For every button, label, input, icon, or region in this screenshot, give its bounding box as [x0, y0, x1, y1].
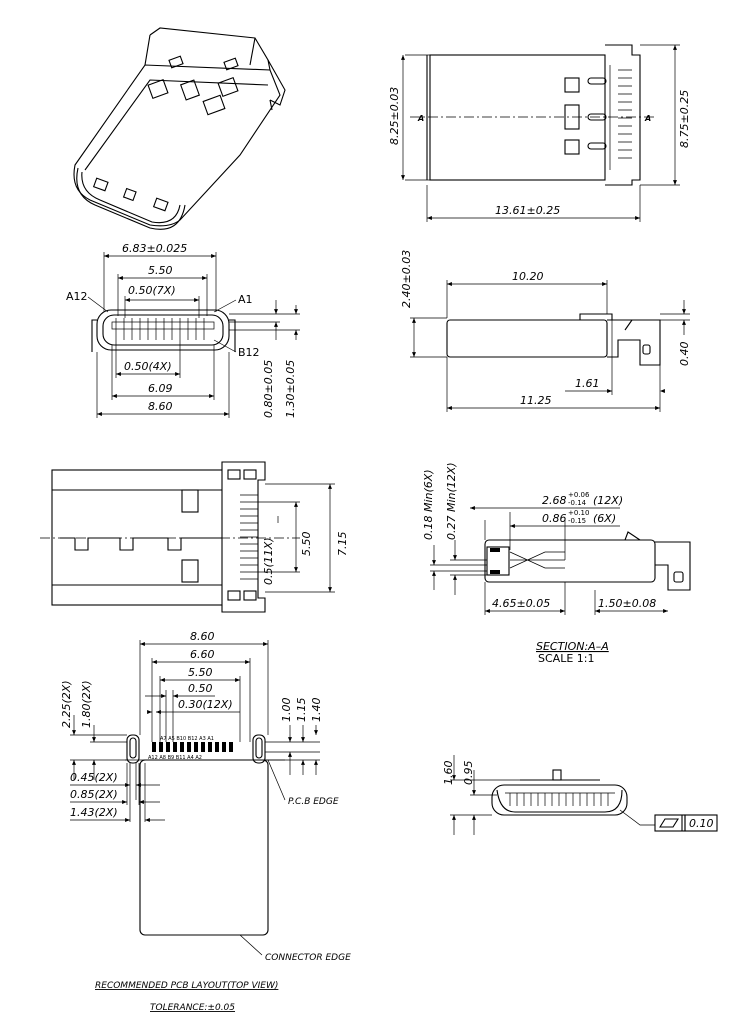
dim-sec-268-dn: -0.14: [568, 499, 587, 507]
dim-front-550: 5.50: [148, 264, 173, 277]
pcb-layout: A7 A5 B10 B12 A3 A1 A12 A8 B9 B11 A4 A2: [60, 630, 351, 1013]
dim-front-pitch4: 0.50(4X): [124, 360, 172, 373]
flatness-value: 0.10: [689, 817, 714, 830]
dim-pcb-225: 2.25(2X): [60, 680, 73, 728]
dim-sec-027: 0.27 Min(12X): [445, 462, 458, 540]
dim-front-pitch7: 0.50(7X): [128, 284, 176, 297]
dim-front-080: 0.80±0.05: [262, 360, 275, 418]
dim-pcb-100: 1.00: [280, 698, 293, 723]
dim-sec-150: 1.50±0.08: [598, 597, 656, 610]
side-view: 2.40±0.03 10.20 1.61 11.25 0.40: [400, 250, 691, 412]
dim-pcb-115: 1.15: [295, 698, 308, 723]
end-view: 1.60 0.95 0.10: [442, 755, 718, 835]
pcb-edge-label: P.C.B EDGE: [288, 797, 339, 807]
dim-pcb-085: 0.85(2X): [70, 788, 118, 801]
pad-labels-bottom: A12 A8 B9 B11 A4 A2: [148, 755, 202, 761]
dim-pcb-550: 5.50: [188, 666, 213, 679]
dim-front-609: 6.09: [148, 382, 173, 395]
dim-pcb-030: 0.30(12X): [178, 698, 233, 711]
section-view: 0.18 Min(6X) 0.27 Min(12X) 2.68 +0.06 -0…: [422, 462, 691, 665]
isometric-view: [73, 27, 286, 230]
dim-pcb-050: 0.50: [188, 682, 213, 695]
dim-front-860: 8.60: [148, 400, 173, 413]
end-contacts: [509, 793, 609, 806]
dim-pcb-180: 1.80(2X): [80, 680, 93, 728]
dim-end-095: 0.95: [462, 761, 475, 786]
pcb-title: RECOMMENDED PCB LAYOUT(TOP VIEW): [95, 981, 278, 991]
section-mark-left: A: [417, 114, 424, 123]
dim-pcb-143: 1.43(2X): [70, 806, 118, 819]
bottom-contacts: [240, 494, 258, 580]
pcb-tolerance: TOLERANCE:±0.05: [150, 1003, 235, 1013]
pad-labels-top: A7 A5 B10 B12 A3 A1: [160, 736, 214, 742]
dim-pcb-860: 8.60: [190, 630, 215, 643]
dim-bottom-550: 5.50: [300, 532, 313, 557]
dim-sec-268: 2.68: [542, 494, 567, 507]
bottom-view: 0.5(11X) 5.50 7.15: [40, 461, 349, 613]
dim-top-height: 8.25±0.03: [388, 87, 401, 145]
dim-side-1020: 10.20: [512, 270, 544, 283]
dim-sec-268-cnt: (12X): [593, 494, 623, 507]
dim-side-040: 0.40: [678, 342, 691, 367]
dim-bottom-pitch: 0.5(11X): [262, 537, 275, 585]
dim-top-height-outer: 8.75±0.25: [678, 90, 691, 148]
front-contacts: [115, 318, 205, 340]
section-mark-right: A: [644, 114, 651, 123]
dim-sec-086-dn: -0.15: [568, 517, 586, 525]
dim-pcb-140: 1.40: [310, 698, 323, 723]
front-view: 6.83±0.025 5.50 0.50(7X) 0.50(4X) 6.09 8…: [66, 242, 300, 418]
dim-sec-268-up: +0.06: [568, 491, 590, 499]
dim-side-1125: 11.25: [520, 394, 552, 407]
dim-side-161: 1.61: [575, 377, 600, 390]
connector-edge-label: CONNECTOR EDGE: [265, 953, 351, 963]
dim-sec-086-cnt: (6X): [593, 512, 616, 525]
dim-sec-086: 0.86: [542, 512, 567, 525]
dim-top-length: 13.61±0.25: [495, 204, 560, 217]
pin-a1-label: A1: [238, 293, 253, 306]
dim-sec-465: 4.65±0.05: [492, 597, 550, 610]
section-title: SECTION:A–A: [536, 640, 609, 653]
pin-b12-label: B12: [238, 346, 260, 359]
dim-side-240: 2.40±0.03: [400, 250, 413, 308]
dim-pcb-045: 0.45(2X): [70, 771, 118, 784]
dim-front-130: 1.30±0.05: [284, 360, 297, 418]
dim-front-683: 6.83±0.025: [122, 242, 187, 255]
dim-pcb-660: 6.60: [190, 648, 215, 661]
dim-sec-086-up: +0.10: [568, 509, 589, 517]
pin-a12-label: A12: [66, 290, 88, 303]
section-scale: SCALE 1:1: [538, 652, 594, 665]
dim-sec-018: 0.18 Min(6X): [422, 469, 435, 540]
top-view: 8.25±0.03 8.75±0.25 13.61±0.25 A A: [388, 44, 691, 222]
dim-bottom-715: 7.15: [336, 532, 349, 557]
dim-end-160: 1.60: [442, 761, 455, 786]
pcb-pads: [152, 742, 233, 752]
